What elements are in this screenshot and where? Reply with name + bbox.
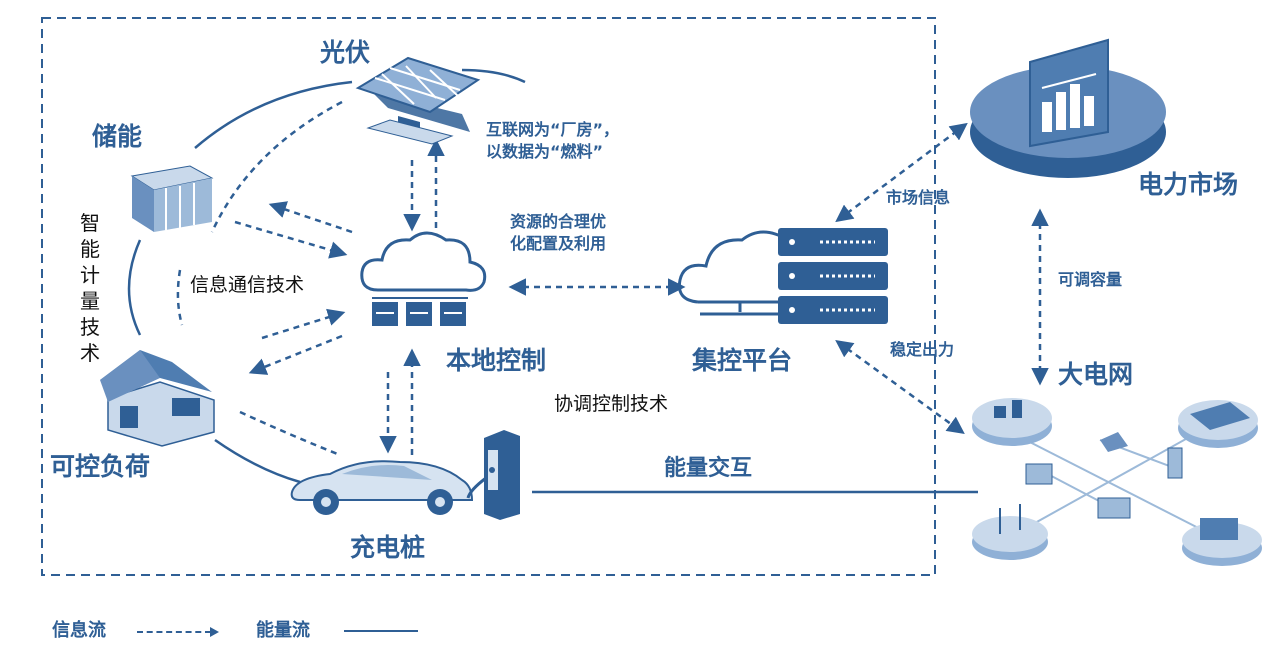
annotation-info-comm-tech: 信息通信技术 <box>190 274 305 296</box>
annotation-smart-metering-tech: 智能计量技术 <box>80 211 100 365</box>
power-market-icon <box>970 38 1166 178</box>
info-arrow-pv-storage <box>210 100 343 233</box>
legend-info-flow-label: 信息流 <box>52 620 106 641</box>
legend-energy-flow-line <box>344 630 418 632</box>
info-arrow-central-market <box>835 122 968 223</box>
energy-line-pv-right <box>461 68 526 84</box>
annotation-adjustable-capacity: 可调容量 <box>1058 270 1123 289</box>
info-arrow-central-grid <box>835 339 965 435</box>
node-label-charging-pile: 充电桩 <box>350 533 426 562</box>
energy-line-load-pile <box>214 438 301 484</box>
energy-line-storage-load <box>127 239 142 336</box>
energy-line-storage-pv <box>194 80 353 149</box>
house-icon <box>100 350 215 447</box>
local-area-boundary <box>41 17 936 576</box>
annotation-energy-interaction: 能量交互 <box>664 456 753 481</box>
info-arrow-info-local <box>261 308 346 340</box>
info-arrow-storage-local <box>234 220 348 259</box>
legend-info-flow-arrowhead <box>210 627 219 637</box>
annotation-coordinated-control-tech: 协调控制技术 <box>554 393 669 415</box>
solar-panel-icon <box>355 56 481 145</box>
power-grid-cluster-icon <box>972 398 1262 566</box>
legend-energy-flow-label: 能量流 <box>256 620 310 641</box>
node-label-central-platform: 集控平台 <box>692 346 793 375</box>
annotation-internet-factory-line1: 互联网为“厂房”， <box>486 120 620 139</box>
info-arrow-storage-load-dash <box>176 269 184 326</box>
node-label-power-market: 电力市场 <box>1138 170 1239 199</box>
charging-pile-icon <box>466 430 520 520</box>
electric-car-icon <box>290 460 474 515</box>
central-platform-server-icon <box>677 228 888 324</box>
node-label-pv: 光伏 <box>320 38 371 67</box>
info-arrow-local-load <box>248 334 343 375</box>
local-control-cloud-icon <box>360 231 487 326</box>
storage-cabinet-icon <box>130 165 214 232</box>
info-arrow-load-pile-dash <box>239 410 341 457</box>
annotation-stable-output: 稳定出力 <box>890 340 955 359</box>
info-arrow-local-storage <box>268 201 353 234</box>
annotation-resource-opt-line1: 资源的合理优 <box>510 212 607 231</box>
node-label-storage: 储能 <box>92 122 143 151</box>
annotation-resource-opt-line2: 化配置及利用 <box>510 234 607 253</box>
node-label-controllable-load: 可控负荷 <box>50 452 151 481</box>
legend-info-flow-line <box>137 631 211 633</box>
annotation-market-info: 市场信息 <box>886 188 951 207</box>
node-label-power-grid: 大电网 <box>1058 360 1134 389</box>
node-label-local-control: 本地控制 <box>446 346 547 375</box>
annotation-internet-factory-line2: 以数据为“燃料” <box>486 142 604 161</box>
info-flow-arrows <box>176 100 1049 457</box>
